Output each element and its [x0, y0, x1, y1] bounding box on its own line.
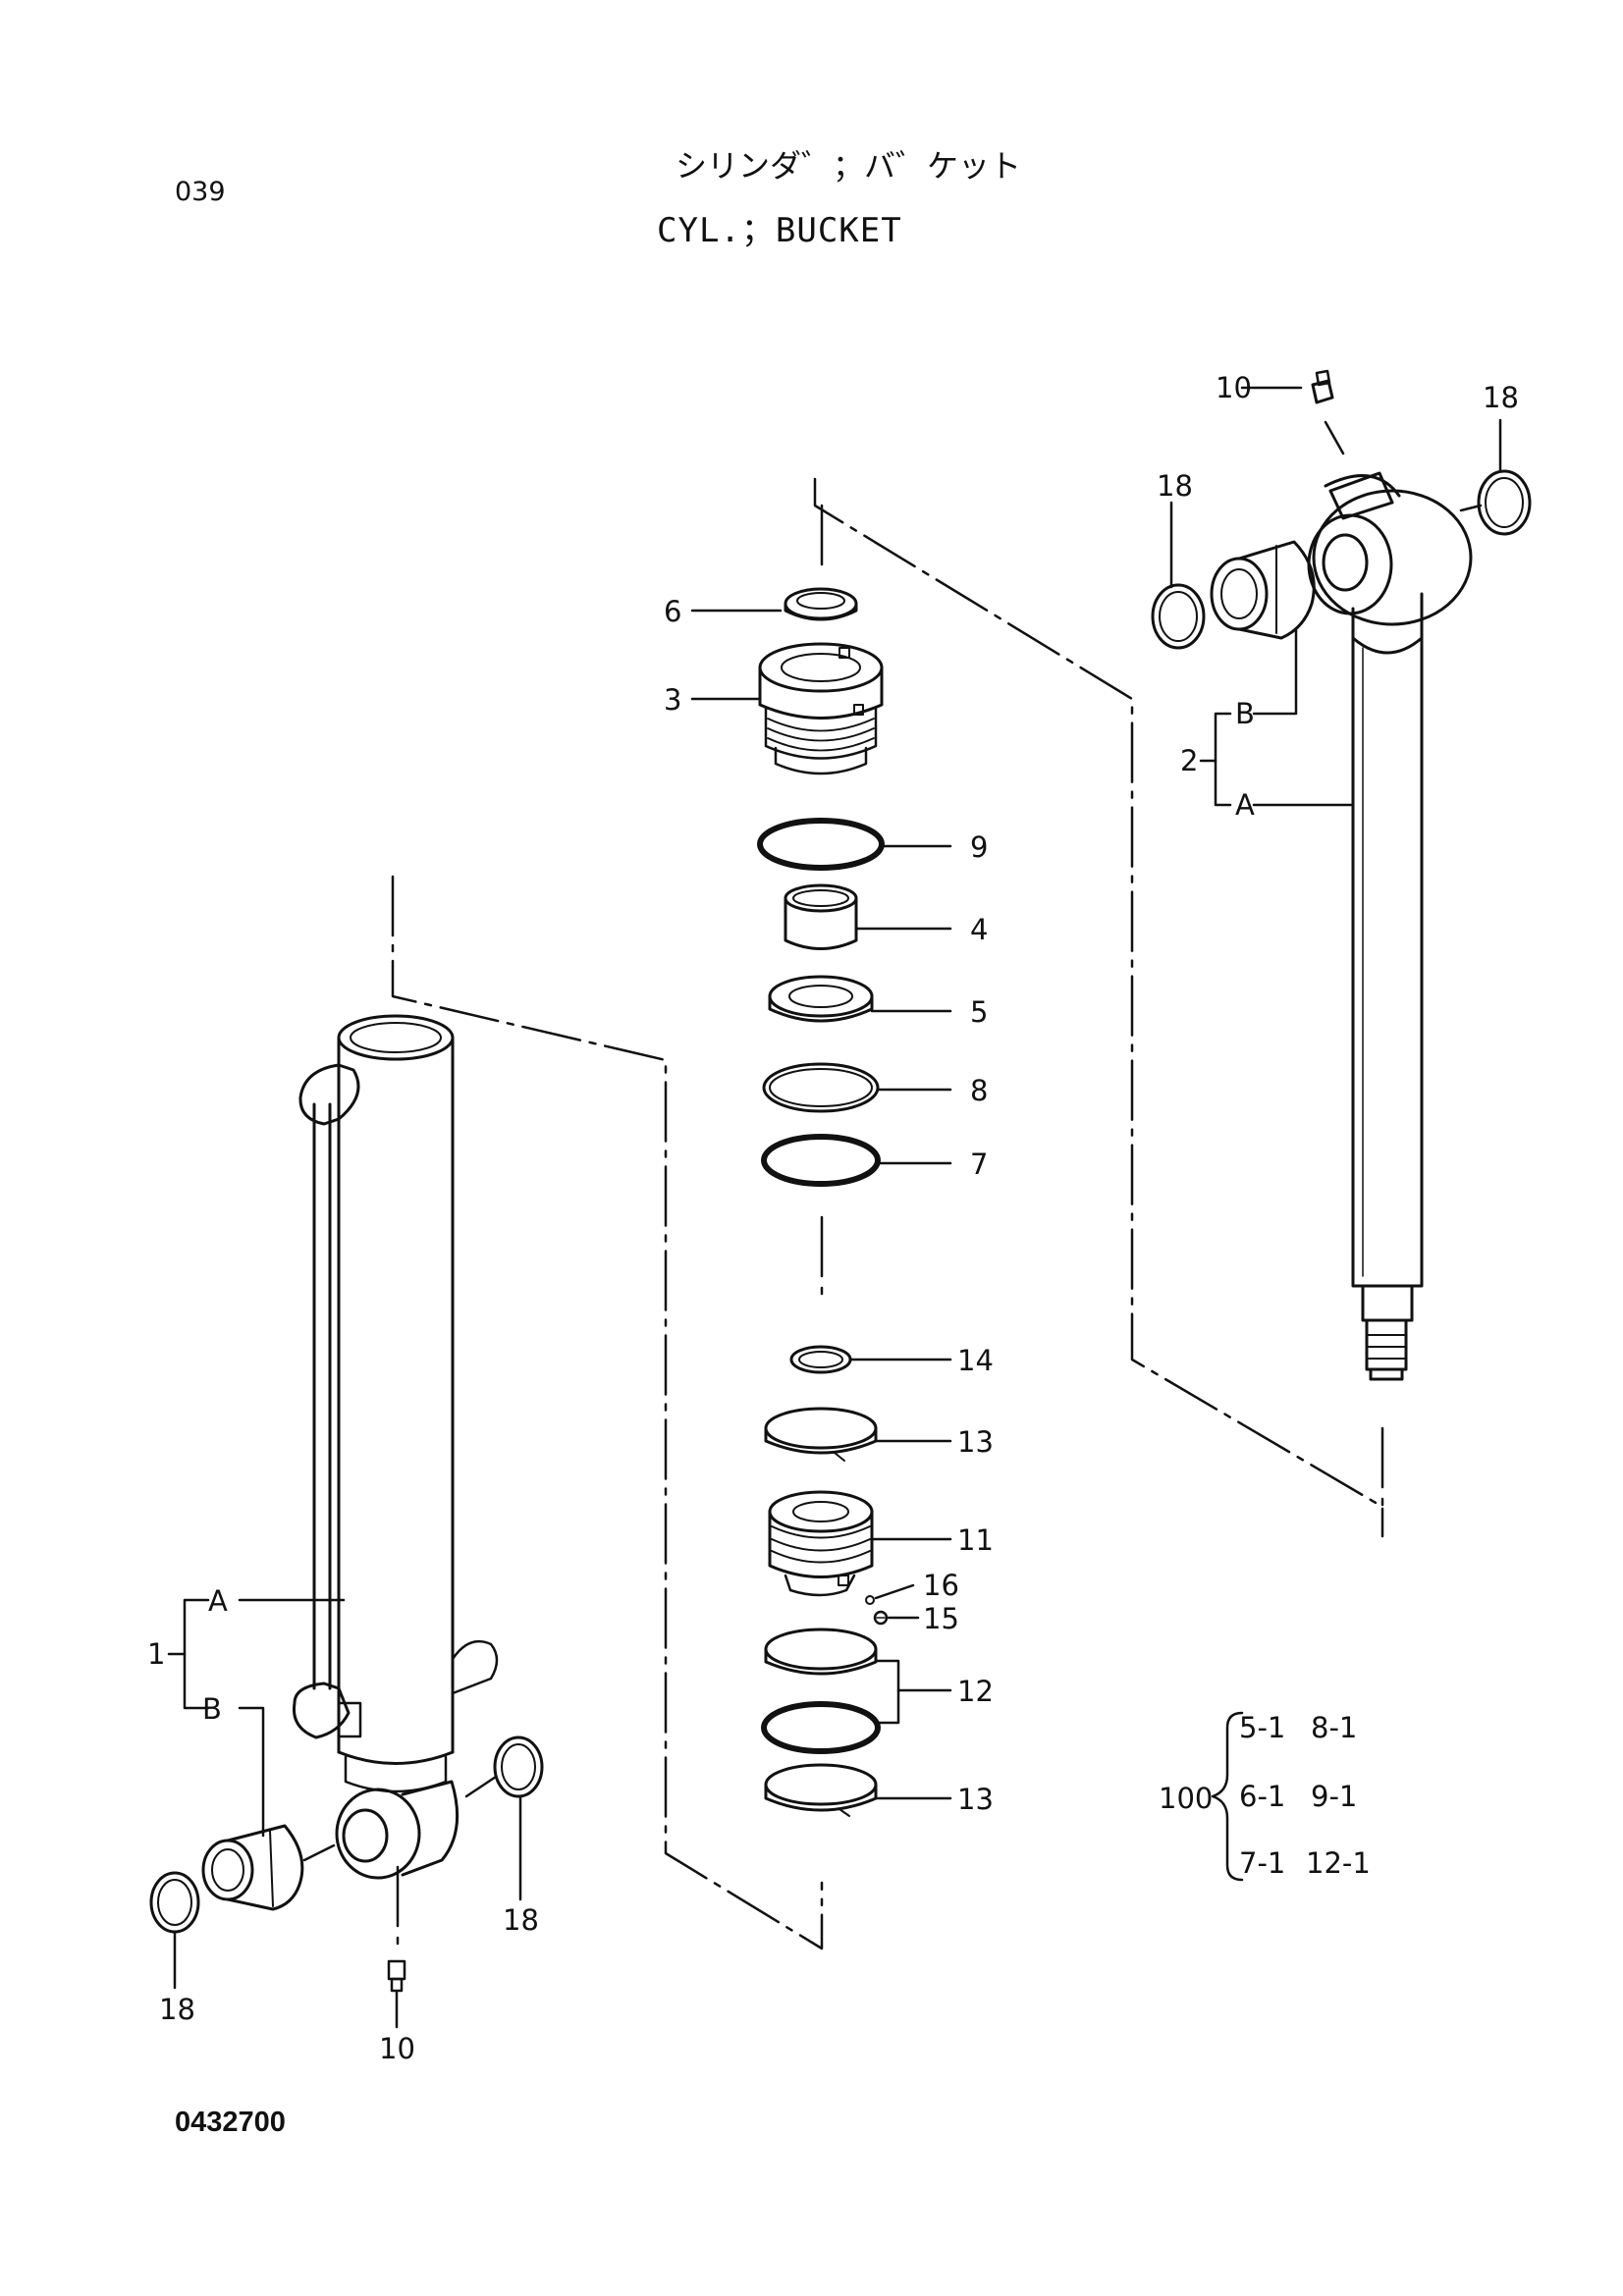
grease-nipple-top: [1311, 369, 1334, 404]
kit-row-2-col-2: 9-1: [1311, 1780, 1357, 1813]
callout-10-bottom: 10: [379, 2032, 415, 2065]
callout-1-a: A: [208, 1584, 228, 1618]
callout-3: 3: [664, 683, 681, 717]
callout-labels: 10 18 18 6 3 2 B A 9 4 5 8 7 14 13 11 16…: [147, 371, 1519, 2065]
callout-18-top-right: 18: [1483, 381, 1519, 414]
page-number: 039: [175, 177, 226, 207]
kit-row-3-col-2: 12-1: [1306, 1846, 1371, 1880]
callout-13-upper: 13: [957, 1425, 994, 1459]
leader-lines: [167, 386, 1502, 2029]
callout-1: 1: [147, 1637, 165, 1671]
steel-ball-16: [865, 1595, 875, 1605]
callout-18-bottom-left: 18: [159, 1993, 195, 2026]
rod-assembly-part-2: [1307, 471, 1473, 1381]
callout-13-lower: 13: [957, 1783, 994, 1816]
callout-10-top: 10: [1216, 371, 1252, 404]
piston-11: [768, 1490, 874, 1597]
seal-kit-100: 100 5-1 8-1 6-1 9-1 7-1 12-1: [1159, 1711, 1371, 1882]
callout-2-a: A: [1235, 788, 1255, 822]
callout-2: 2: [1180, 744, 1198, 777]
assembly-boundary-left: [391, 875, 824, 1950]
piston-seal-12-upper: [764, 1628, 878, 1676]
bushing-4: [784, 883, 858, 950]
callout-14: 14: [957, 1344, 994, 1377]
o-ring-7: [761, 1134, 881, 1187]
set-screw-15: [873, 1610, 889, 1626]
callout-6: 6: [664, 595, 681, 628]
callout-9: 9: [970, 830, 988, 864]
ring-8: [762, 1062, 880, 1113]
seal-18-top-left: [1151, 583, 1206, 650]
wear-ring-13-lower: [764, 1763, 878, 1817]
callout-5: 5: [970, 995, 988, 1029]
rod-cover-3: [758, 642, 884, 775]
callout-16: 16: [923, 1569, 959, 1602]
callout-8: 8: [970, 1074, 988, 1107]
seal-18-mid: [493, 1735, 544, 1798]
o-ring-9: [757, 818, 885, 871]
callout-1-b: B: [202, 1692, 222, 1726]
seal-18-bottom-left: [149, 1871, 200, 1934]
kit-row-1-col-1: 5-1: [1239, 1711, 1285, 1744]
callout-15: 15: [923, 1602, 959, 1635]
callout-12: 12: [957, 1675, 994, 1708]
callout-2-b: B: [1235, 697, 1255, 730]
callout-11: 11: [957, 1523, 994, 1557]
wear-ring-13-upper: [764, 1407, 878, 1462]
buffer-ring-5: [768, 975, 874, 1023]
callout-18-top-left: 18: [1157, 469, 1193, 503]
ring-14: [789, 1345, 852, 1374]
dust-seal-6: [784, 587, 858, 621]
callout-4: 4: [970, 913, 988, 946]
title-english: CYL.；BUCKET: [657, 211, 902, 250]
document-number: 0432700: [175, 2107, 286, 2138]
tube-bushing: [201, 1824, 304, 1911]
cylinder-tube-part-1: [292, 1014, 499, 1880]
kit-row-1-col-2: 8-1: [1311, 1711, 1357, 1744]
grease-nipple-bottom: [387, 1959, 406, 1993]
seal-18-top-right: [1477, 469, 1532, 536]
callout-18-mid: 18: [503, 1903, 539, 1937]
callout-7: 7: [970, 1148, 988, 1181]
kit-row-2-col-1: 6-1: [1239, 1780, 1285, 1813]
kit-number: 100: [1159, 1782, 1213, 1815]
title-japanese: シリンダ゛；バ゛ケット: [676, 147, 1022, 185]
piston-seal-12-lower: [761, 1701, 881, 1754]
assembly-boundary-right: [813, 477, 1384, 1538]
assembly-centerline: [396, 420, 1384, 1955]
kit-row-3-col-1: 7-1: [1239, 1846, 1285, 1880]
rod-bushing: [1210, 540, 1316, 640]
